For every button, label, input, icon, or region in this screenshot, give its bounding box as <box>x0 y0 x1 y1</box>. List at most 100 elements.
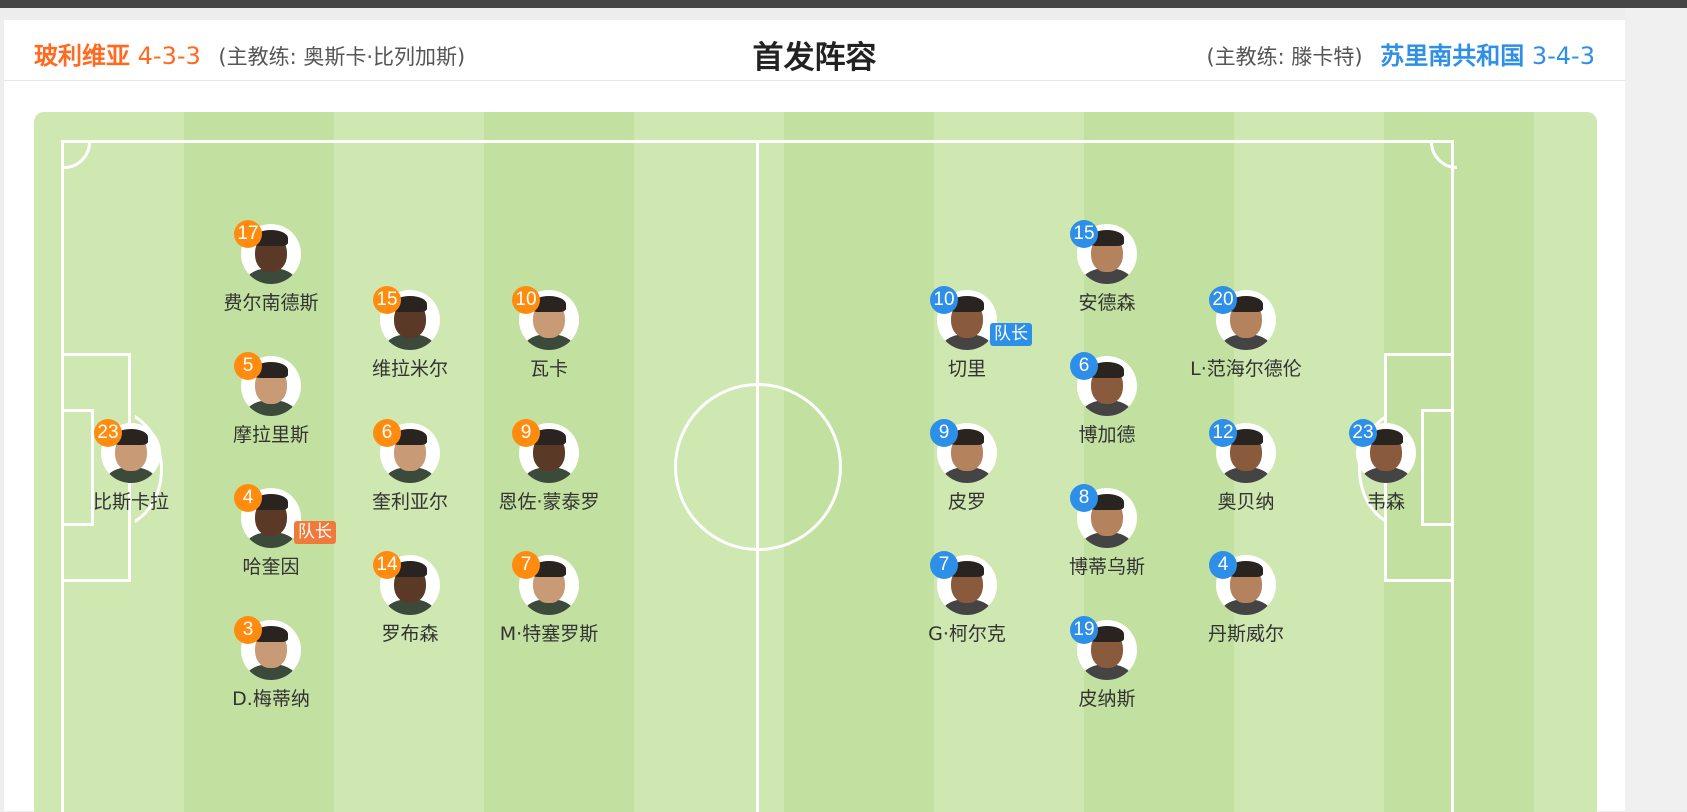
player-shirt-shape <box>525 599 573 615</box>
away-player-9[interactable]: 9 皮罗 <box>882 419 1052 514</box>
away-player-23[interactable]: 23 韦森 <box>1301 419 1471 514</box>
player-number-badge: 8 <box>1070 484 1098 512</box>
player-number-badge: 12 <box>1209 419 1237 447</box>
home-player-15[interactable]: 15 维拉米尔 <box>325 286 495 381</box>
player-shirt-shape <box>525 467 573 483</box>
player-name[interactable]: 奎利亚尔 <box>371 491 448 513</box>
player-number-badge: 10 <box>930 286 958 314</box>
right-goal-area-top <box>1421 409 1454 412</box>
captain-badge: 队长 <box>294 521 336 544</box>
player-avatar[interactable] <box>519 290 579 350</box>
player-name[interactable]: 恩佐·蒙泰罗 <box>498 491 600 513</box>
window-top-bar <box>0 0 1687 8</box>
player-shirt-shape <box>943 467 991 483</box>
player-number-badge: 9 <box>930 419 958 447</box>
player-avatar[interactable] <box>1356 423 1416 483</box>
player-name[interactable]: D.梅蒂纳 <box>232 688 310 710</box>
left-penalty-bottom <box>61 579 131 582</box>
home-player-14[interactable]: 14 罗布森 <box>325 551 495 646</box>
player-number-badge: 15 <box>373 286 401 314</box>
player-number-badge: 23 <box>1349 419 1377 447</box>
player-shirt-shape <box>107 467 155 483</box>
player-shirt-shape <box>386 334 434 350</box>
player-shirt-shape <box>1222 599 1270 615</box>
player-hair-shape <box>1369 429 1403 445</box>
player-name[interactable]: M·特塞罗斯 <box>499 623 599 645</box>
away-coach: (主教练: 滕卡特) <box>1206 45 1363 69</box>
player-name[interactable]: 丹斯威尔 <box>1207 623 1284 645</box>
away-team-name[interactable]: 苏里南共和国 <box>1380 42 1525 70</box>
right-goal-area-bottom <box>1421 523 1454 526</box>
player-name[interactable]: 摩拉里斯 <box>232 424 309 446</box>
player-avatar[interactable] <box>519 555 579 615</box>
player-name[interactable]: 维拉米尔 <box>371 358 448 380</box>
player-avatar[interactable] <box>937 423 997 483</box>
captain-badge: 队长 <box>990 323 1032 346</box>
player-number-badge: 7 <box>930 551 958 579</box>
away-player-6[interactable]: 6 博加德 <box>1022 352 1192 447</box>
player-number-badge: 15 <box>1070 220 1098 248</box>
player-number-badge: 10 <box>512 286 540 314</box>
player-name[interactable]: 韦森 <box>1366 491 1405 513</box>
player-name[interactable]: L·范海尔德伦 <box>1190 358 1302 380</box>
pitch-goal-line-right <box>1451 140 1454 812</box>
player-name[interactable]: 费尔南德斯 <box>223 292 319 314</box>
player-avatar[interactable] <box>241 620 301 680</box>
player-number-badge: 14 <box>373 551 401 579</box>
player-number-badge: 19 <box>1070 616 1098 644</box>
player-name[interactable]: 罗布森 <box>381 623 439 645</box>
player-name[interactable]: 哈奎因 <box>242 556 300 578</box>
player-number-badge: 7 <box>512 551 540 579</box>
player-shirt-shape <box>247 268 295 284</box>
player-name[interactable]: G·柯尔克 <box>928 623 1006 645</box>
left-goal-area-top <box>61 409 94 412</box>
away-player-12[interactable]: 12 奥贝纳 <box>1161 419 1331 514</box>
home-player-5[interactable]: 5 摩拉里斯 <box>186 352 356 447</box>
player-hair-shape <box>254 626 288 642</box>
player-shirt-shape <box>1083 268 1131 284</box>
home-team-name[interactable]: 玻利维亚 <box>34 42 130 70</box>
player-name[interactable]: 切里 <box>947 358 986 380</box>
player-hair-shape <box>532 561 566 577</box>
away-player-10[interactable]: 10 队长切里 <box>882 286 1052 381</box>
left-goal-area-front <box>91 409 94 526</box>
player-hair-shape <box>1090 362 1124 378</box>
player-shirt-shape <box>386 467 434 483</box>
player-hair-shape <box>1090 230 1124 246</box>
player-name[interactable]: 皮纳斯 <box>1078 688 1136 710</box>
player-name[interactable]: 奥贝纳 <box>1217 491 1275 513</box>
player-name[interactable]: 博蒂乌斯 <box>1068 556 1145 578</box>
player-name[interactable]: 瓦卡 <box>529 358 568 380</box>
page-title: 首发阵容 <box>752 40 877 76</box>
player-name[interactable]: 博加德 <box>1078 424 1136 446</box>
page-scrollbar[interactable] <box>1625 8 1687 811</box>
player-number-badge: 6 <box>1070 352 1098 380</box>
away-player-19[interactable]: 19 皮纳斯 <box>1022 616 1192 711</box>
player-avatar[interactable] <box>380 423 440 483</box>
player-hair-shape <box>1090 626 1124 642</box>
away-player-8[interactable]: 8 博蒂乌斯 <box>1022 484 1192 579</box>
lineup-header: 玻利维亚 4-3-3 (主教练: 奥斯卡·比列加斯) 首发阵容 (主教练: 滕卡… <box>4 20 1625 81</box>
home-player-4[interactable]: 4 队长哈奎因 <box>186 484 356 579</box>
player-shirt-shape <box>247 664 295 680</box>
home-player-6[interactable]: 6 奎利亚尔 <box>325 419 495 514</box>
player-number-badge: 4 <box>234 484 262 512</box>
player-number-badge: 20 <box>1209 286 1237 314</box>
home-player-10[interactable]: 10 瓦卡 <box>464 286 634 381</box>
player-name[interactable]: 皮罗 <box>947 491 986 513</box>
player-shirt-shape <box>1222 334 1270 350</box>
player-name[interactable]: 安德森 <box>1078 292 1136 314</box>
player-number-badge: 5 <box>234 352 262 380</box>
player-number-badge: 6 <box>373 419 401 447</box>
player-name[interactable]: 比斯卡拉 <box>92 491 169 513</box>
away-player-15[interactable]: 15 安德森 <box>1022 220 1192 315</box>
player-avatar[interactable] <box>241 488 301 548</box>
